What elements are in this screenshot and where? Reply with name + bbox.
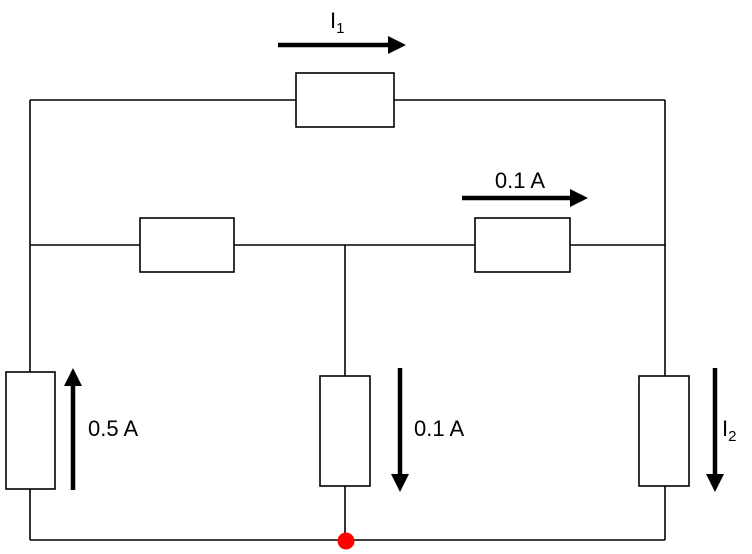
resistor-top [295, 72, 395, 128]
label-i2-base: I [722, 416, 728, 441]
resistor-left-branch [5, 371, 56, 490]
resistor-center-branch [319, 375, 371, 487]
label-i1-base: I [330, 8, 336, 33]
label-left-branch-current: 0.5 A [88, 416, 138, 441]
current-arrow-i2-down [706, 368, 724, 492]
resistor-right-branch [638, 375, 690, 487]
current-arrow-branch [462, 189, 588, 207]
current-arrow-i1-head [388, 36, 406, 54]
label-i2: I2 [722, 416, 736, 445]
label-branch-current: 0.1 A [495, 168, 545, 193]
current-arrow-center-down [391, 368, 409, 492]
current-arrow-center-down-head [391, 474, 409, 492]
current-arrow-branch-head [570, 189, 588, 207]
label-i1-sub: 1 [336, 20, 344, 37]
current-arrow-left-up [64, 368, 82, 490]
current-arrow-i2-down-head [706, 474, 724, 492]
node-dot [337, 532, 355, 550]
label-center-branch-current: 0.1 A [414, 416, 464, 441]
current-arrow-left-up-head [64, 368, 82, 386]
label-i1: I1 [330, 8, 344, 37]
resistor-middle-right [474, 217, 571, 273]
label-i2-sub: 2 [728, 428, 736, 445]
resistor-middle-left [139, 217, 235, 273]
current-arrow-i1 [278, 36, 406, 54]
